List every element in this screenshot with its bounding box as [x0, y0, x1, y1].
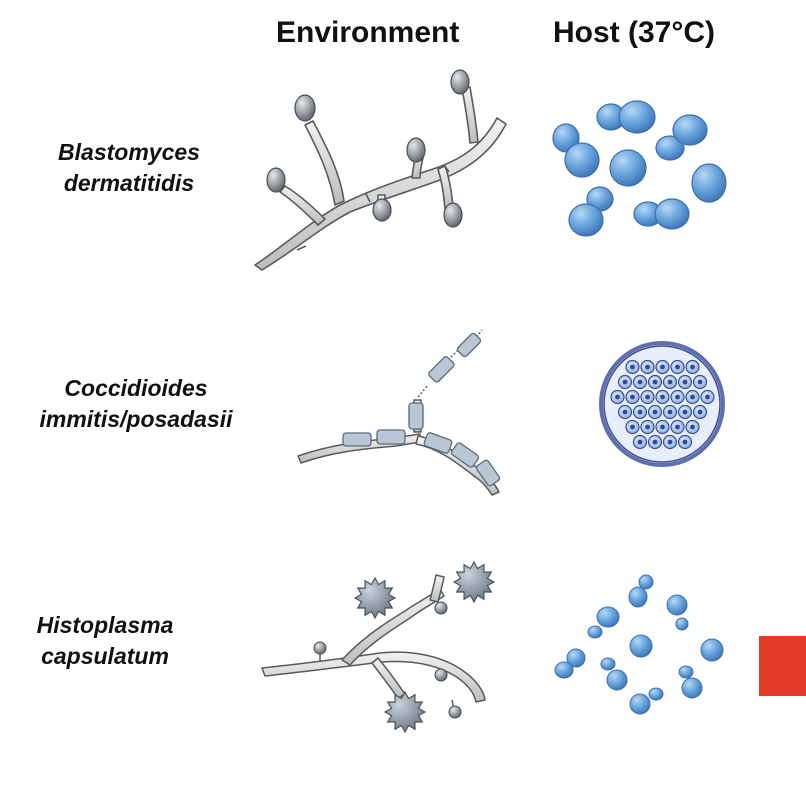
species-epithet: immitis/posadasii: [39, 406, 233, 432]
endospore-nucleus: [652, 409, 658, 415]
endospore-nucleus: [622, 379, 628, 385]
histoplasma-yeast-cells: [554, 574, 724, 715]
endospore-nucleus: [675, 364, 680, 370]
endospore-nucleus: [652, 439, 658, 445]
endospore-nucleus: [697, 379, 703, 385]
endospore-nucleus: [675, 394, 680, 400]
endospore-nucleus: [652, 379, 658, 385]
endospore-nucleus: [675, 424, 680, 430]
species-genus: Histoplasma: [36, 612, 174, 638]
species-epithet: capsulatum: [41, 643, 169, 669]
endospore-nucleus: [660, 364, 665, 370]
endospore-nucleus: [697, 409, 703, 415]
endospore-nucleus: [705, 394, 710, 400]
endospore-nucleus: [622, 409, 628, 415]
red-marker: [759, 636, 806, 696]
endospore-nucleus: [690, 364, 695, 370]
species-genus: Blastomyces: [58, 139, 200, 165]
endospore-nucleus: [645, 424, 650, 430]
endospore-nucleus: [637, 439, 643, 445]
coccidioides-arthroconidia: [342, 332, 501, 487]
endospore-nucleus: [667, 439, 673, 445]
header-environment: Environment: [276, 16, 460, 49]
endospore-nucleus: [667, 409, 673, 415]
endospore-nucleus: [660, 424, 665, 430]
species-label-histoplasma: Histoplasma capsulatum: [0, 610, 210, 672]
endospore-nucleus: [615, 394, 620, 400]
endospore-nucleus: [667, 379, 673, 385]
endospore-nucleus: [645, 364, 650, 370]
endospore-nucleus: [690, 424, 695, 430]
blastomyces-mold-illustration: [254, 86, 507, 271]
species-genus: Coccidioides: [64, 375, 208, 401]
endospore-nucleus: [682, 379, 688, 385]
histoplasma-mold-illustration: [261, 574, 486, 711]
histoplasma-macroconidia: [353, 560, 496, 734]
endospore-nucleus: [682, 409, 688, 415]
endospore-nucleus: [630, 424, 635, 430]
endospore-nucleus: [645, 394, 650, 400]
species-epithet: dermatitidis: [63, 170, 195, 196]
blastomyces-yeast-cells: [552, 100, 727, 237]
endospore-nucleus: [630, 364, 635, 370]
endospore-nucleus: [630, 394, 635, 400]
endospore-nucleus: [637, 409, 643, 415]
endospore-nucleus: [660, 394, 665, 400]
species-label-blastomyces: Blastomyces dermatitidis: [0, 137, 258, 199]
endospore-nucleus: [682, 439, 688, 445]
histoplasma-microconidia: [313, 601, 462, 719]
header-host: Host (37°C): [553, 16, 716, 49]
species-label-coccidioides: Coccidioides immitis/posadasii: [0, 373, 272, 435]
coccidioides-mold-illustration: [297, 329, 500, 496]
coccidioides-spherule: [599, 341, 725, 467]
endospore-nucleus: [690, 394, 695, 400]
endospore-nucleus: [637, 379, 643, 385]
blastomyces-conidia: [266, 69, 470, 228]
